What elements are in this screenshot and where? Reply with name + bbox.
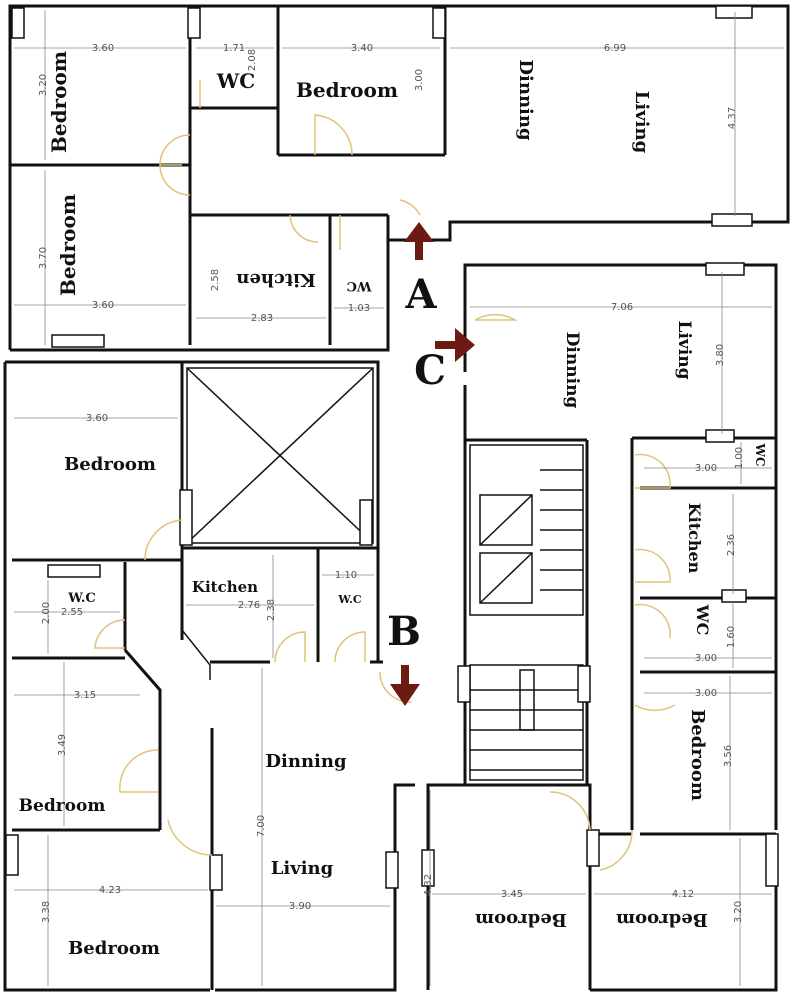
dim-bedroom-c1-width: 3.00	[695, 688, 717, 699]
room-label-bedroom-a1: Bedroom	[47, 51, 71, 153]
dim-bedroom-c2-width: 3.45	[501, 889, 523, 900]
room-label-wc-c1: WC	[753, 442, 767, 466]
dim-bedroom-b3-depth: 3.38	[41, 901, 52, 923]
dim-bedroom-b3-width: 4.23	[99, 885, 121, 896]
room-label-bedroom-c1: Bedroom	[687, 709, 708, 801]
dim-wc-b1-depth: 2.00	[41, 602, 52, 624]
marker-b: B	[387, 608, 421, 655]
marker-c: C	[414, 347, 446, 394]
room-label-wc-a1: WC	[216, 69, 255, 93]
dim-wc-b2-width: 1.10	[335, 570, 357, 581]
room-label-dinning-c: Dinning	[562, 332, 582, 409]
entrance-arrow-b-icon	[390, 665, 420, 706]
dim-living-a-depth: 4.37	[727, 107, 738, 129]
dim-bedroom-c3-width: 4.12	[672, 889, 694, 900]
dim-kitchen-a-depth: 2.58	[210, 269, 221, 291]
dim-wc-a1-depth: 2.08	[247, 49, 258, 71]
dim-living-b-depth: 7.00	[256, 815, 267, 837]
dim-wc-c2-depth: 1.60	[726, 626, 737, 648]
room-label-bedroom-a2: Bedroom	[296, 78, 398, 102]
stair-treads	[470, 469, 583, 771]
dim-bedroom-a2-width: 3.40	[351, 43, 373, 54]
entrance-arrow-c-icon	[435, 328, 475, 362]
room-label-kitchen-a: Kitchen	[236, 269, 315, 290]
dim-living-a-width: 6.99	[604, 43, 626, 54]
apartment-b-dimensions	[14, 417, 390, 986]
room-label-bedroom-c2: Bedroom	[475, 909, 567, 930]
dim-bedroom-a1-depth: 3.20	[38, 74, 49, 96]
apartment-c-walls	[421, 262, 779, 992]
apartment-a-walls	[8, 4, 790, 352]
room-label-bedroom-b1: Bedroom	[64, 454, 156, 475]
room-label-kitchen-b: Kitchen	[192, 578, 258, 596]
dim-bedroom-c2-depth: 4.32	[423, 874, 434, 896]
room-label-living-c: Living	[674, 321, 694, 380]
apartment-a-dimensions	[14, 10, 784, 345]
dim-bedroom-a3-depth: 3.70	[38, 247, 49, 269]
dim-bedroom-a1-width: 3.60	[92, 43, 114, 54]
room-label-bedroom-b3: Bedroom	[68, 938, 160, 959]
dim-wc-b1-width: 2.55	[61, 607, 83, 618]
marker-a: A	[404, 271, 437, 318]
room-label-kitchen-c: Kitchen	[685, 503, 704, 574]
dim-bedroom-a3-width: 3.60	[92, 300, 114, 311]
dim-bedroom-b2-width: 3.15	[74, 690, 96, 701]
dim-bedroom-c1-depth: 3.56	[723, 745, 734, 767]
apartment-b-walls	[3, 360, 415, 992]
dim-living-c-width: 7.06	[611, 302, 633, 313]
room-label-bedroom-b2: Bedroom	[19, 796, 106, 816]
room-label-wc-a2: WC	[347, 278, 373, 293]
dim-kitchen-b-depth: 2.38	[266, 599, 277, 621]
room-label-wc-b2: W.C	[337, 593, 361, 606]
room-label-dinning-a: Dinning	[515, 59, 536, 141]
dim-kitchen-a-width: 2.83	[251, 313, 273, 324]
dim-bedroom-b2-depth: 3.49	[57, 734, 68, 756]
dim-living-c-depth: 3.80	[715, 344, 726, 366]
room-label-living-a: Living	[631, 91, 652, 154]
dim-kitchen-c-depth: 2.36	[726, 534, 737, 556]
dim-wc-c2-width: 3.00	[695, 653, 717, 664]
room-label-bedroom-c3: Bedroom	[616, 909, 708, 930]
dim-wc-c1-depth: 1.00	[734, 447, 745, 469]
dim-wc-a2-width: 1.03	[348, 303, 370, 314]
room-label-wc-b1: W.C	[67, 591, 95, 606]
entrance-arrow-a-icon	[404, 222, 434, 260]
room-label-living-b: Living	[271, 858, 334, 879]
dim-wc-a1-width: 1.71	[223, 43, 245, 54]
apartment-c-dimensions	[429, 272, 772, 986]
dim-bedroom-b1-width: 3.60	[86, 413, 108, 424]
dim-wc-c1-width: 3.00	[695, 463, 717, 474]
dim-bedroom-a2-depth: 3.00	[414, 69, 425, 91]
dim-living-b-width: 3.90	[289, 901, 311, 912]
room-label-bedroom-a3: Bedroom	[56, 194, 80, 296]
room-label-wc-c2: WC	[693, 604, 712, 636]
dim-bedroom-c3-depth: 3.20	[733, 901, 744, 923]
dim-kitchen-b-width: 2.76	[238, 600, 260, 611]
room-label-dinning-b: Dinning	[265, 751, 347, 772]
